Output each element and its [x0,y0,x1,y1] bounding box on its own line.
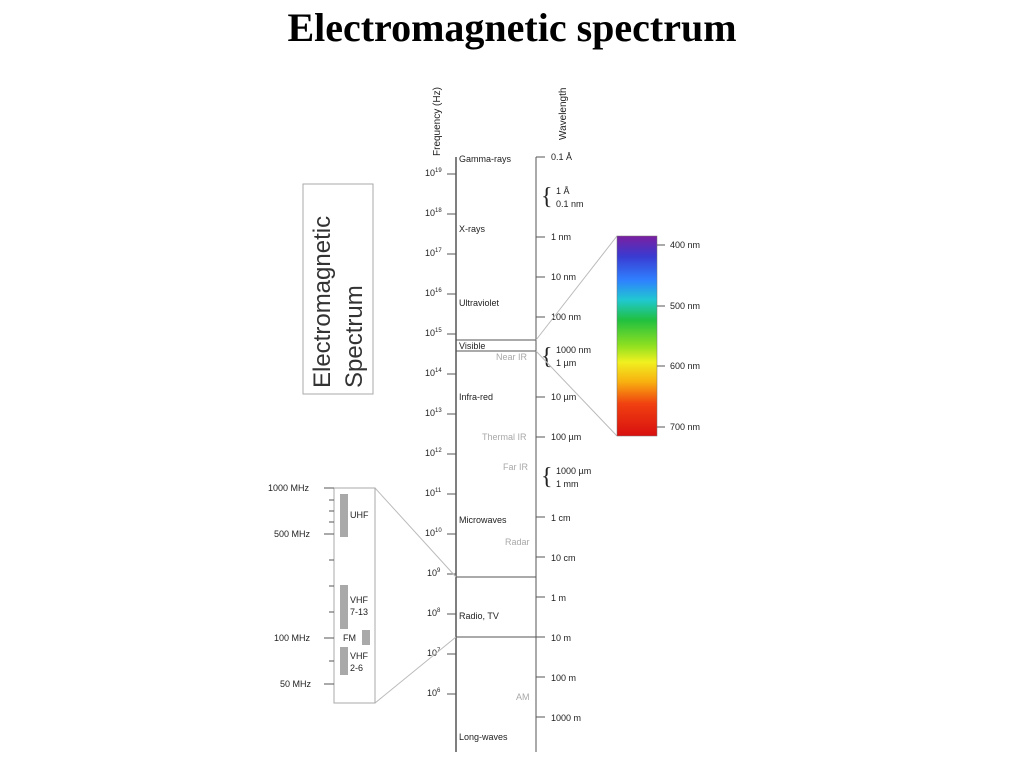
subregion-radar: Radar [505,537,530,547]
vhf-7-13-band-bar [340,585,348,629]
brace-nm-um: { [541,344,553,370]
vhf-2-6-band-bar [340,647,348,675]
slide-title: Electromagnetic spectrum [287,5,737,50]
subregion-far-ir: Far IR [503,462,529,472]
fm-band-bar [362,630,370,645]
freq-label-1e7: 107 [427,648,441,658]
wavelength-10-um: 10 µm [551,392,576,402]
wavelength-1-nm: 1 nm [551,232,571,242]
wavelength-ticks [536,156,545,718]
subregion-thermal-ir: Thermal IR [482,432,527,442]
freq-label-1e19: 1019 [425,168,442,178]
radio-band-vhf-high: VHF [350,595,369,605]
wavelength-100-um: 100 µm [551,432,581,442]
spectrum-title-box [302,183,374,395]
radio-scale-1000-mhz: 1000 MHz [268,483,310,493]
frequency-ticks [447,173,456,695]
wavelength-1-m: 1 m [551,593,566,603]
region-radio-tv: Radio, TV [459,611,499,621]
freq-label-1e14: 1014 [425,368,442,378]
radio-scale-ticks [324,487,334,685]
wavelength-1000-nm: 1000 nm [556,345,591,355]
visible-700-nm: 700 nm [670,422,700,432]
wavelength-100-m: 100 m [551,673,576,683]
visible-connector-top [535,235,618,341]
region-infra-red: Infra-red [459,392,493,402]
brace-um-mm: { [541,464,553,490]
frequency-axis-header: Frequency (Hz) [432,87,443,156]
wavelength-axis-header: Wavelength [558,88,569,140]
visible-500-nm: 500 nm [670,301,700,311]
wavelength-1-angstrom: 1 Å [556,186,570,196]
visible-scale-ticks [657,244,665,428]
radio-scale-100-mhz: 100 MHz [274,633,311,643]
wavelength-10-nm: 10 nm [551,272,576,282]
box-title-line1: Electromagnetic [309,216,336,388]
freq-label-1e16: 1016 [425,288,442,298]
freq-label-1e6: 106 [427,688,441,698]
wavelength-1000-um: 1000 µm [556,466,591,476]
region-x-rays: X-rays [459,224,486,234]
box-title-line2: Spectrum [341,285,368,388]
region-gamma-rays: Gamma-rays [459,154,512,164]
wavelength-0-1-nm: 0.1 nm [556,199,584,209]
wavelength-10-cm: 10 cm [551,553,576,563]
radio-scale-50-mhz: 50 MHz [280,679,312,689]
visible-400-nm: 400 nm [670,240,700,250]
freq-label-1e8: 108 [427,608,441,618]
brace-angstrom-nm: { [541,184,553,210]
radio-connector-bottom [374,636,457,704]
radio-band-uhf: UHF [350,510,369,520]
wavelength-0-1-angstrom: 0.1 Å [551,152,572,162]
subregion-near-ir: Near IR [496,352,528,362]
wavelength-1-um: 1 µm [556,358,576,368]
wavelength-1-mm: 1 mm [556,479,579,489]
visible-color-bar [616,235,658,437]
freq-label-1e18: 1018 [425,208,442,218]
freq-label-1e17: 1017 [425,248,442,258]
visible-600-nm: 600 nm [670,361,700,371]
region-visible: Visible [459,341,485,351]
radio-band-2-6: 2-6 [350,663,363,673]
wavelength-10-m: 10 m [551,633,571,643]
region-long-waves: Long-waves [459,732,508,742]
radio-band-7-13: 7-13 [350,607,368,617]
radio-connector-top [374,487,457,578]
visible-connector-bottom [535,350,618,437]
freq-label-1e13: 1013 [425,408,442,418]
wavelength-1000-m: 1000 m [551,713,581,723]
radio-band-fm: FM [343,633,356,643]
freq-label-1e11: 1011 [425,488,442,498]
region-ultraviolet: Ultraviolet [459,298,500,308]
uhf-band-bar [340,494,348,537]
freq-label-1e15: 1015 [425,328,442,338]
freq-label-1e9: 109 [427,568,441,578]
freq-label-1e10: 1010 [425,528,442,538]
wavelength-100-nm: 100 nm [551,312,581,322]
radio-band-vhf-low: VHF [350,651,369,661]
radio-scale-500-mhz: 500 MHz [274,529,311,539]
freq-label-1e12: 1012 [425,448,442,458]
wavelength-1-cm: 1 cm [551,513,571,523]
subregion-am: AM [516,692,530,702]
region-microwaves: Microwaves [459,515,507,525]
